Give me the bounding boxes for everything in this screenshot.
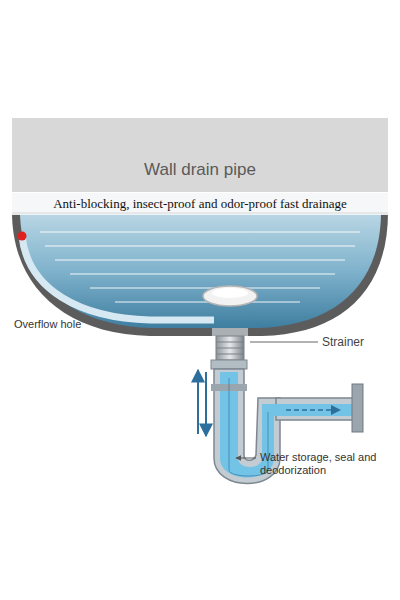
up-arrow [197,370,199,434]
thread [216,342,244,343]
popup-plug [203,286,257,306]
basin-rim [12,212,388,336]
streak [70,273,335,275]
down-arrow [205,372,207,436]
part-label: Overflow hole [14,318,134,331]
part-label: Strainer [322,335,398,349]
overflow-hole-dot [18,232,27,241]
plug-shine [212,288,248,298]
subtitle: Anti-blocking, insect-proof and odor-pro… [5,196,395,212]
thread [216,354,244,355]
strainer-threads [216,342,244,354]
leader-line [250,342,318,343]
streak [45,245,355,247]
thread [216,348,244,349]
streak [40,231,360,233]
strainer-flange [212,328,248,336]
streak [55,259,345,261]
basin-water [20,214,381,328]
flow-arrow [286,409,340,411]
pointer-arrow [236,458,256,459]
pipe-water [274,404,356,416]
note-label: Water storage, seal and deodorization [260,451,390,477]
title: Wall drain pipe [12,160,388,180]
wall-band [12,118,388,192]
overflow-channel [22,236,214,320]
water-streaks [40,232,360,302]
streak [90,287,320,289]
wall-flange [352,384,363,432]
strainer-body [216,336,244,360]
trap-nut [211,360,247,369]
